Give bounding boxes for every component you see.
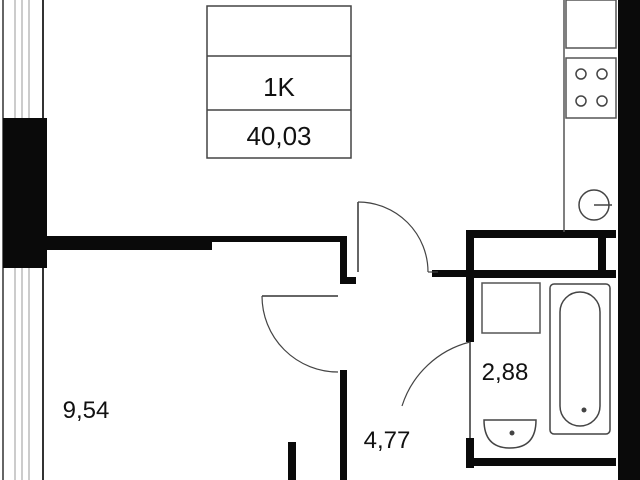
bathroom-door: [401, 341, 471, 438]
kitchen-door: [357, 201, 438, 273]
bathtub: [549, 283, 611, 435]
wall-hallway-bottom-post: [288, 442, 296, 480]
wall-corridor-top-post: [340, 236, 347, 284]
apartment-badge: 1K 40,03: [206, 5, 352, 159]
total-area-label: 40,03: [246, 121, 311, 151]
wall-bath-bottom: [466, 458, 616, 466]
wall-hallway-left: [340, 370, 347, 480]
apartment-type-label: 1K: [263, 72, 295, 102]
wall-living-kitchen: [44, 236, 212, 250]
kitchen-counter: [563, 0, 617, 232]
living-room-area-label: 9,54: [63, 397, 110, 424]
wall-bath-inner: [474, 270, 616, 278]
wall-bath-left-lower: [466, 438, 474, 468]
wall-stub: [346, 277, 356, 284]
bathroom-sink: [483, 419, 537, 449]
hallway-area-label: 4,77: [364, 427, 411, 454]
wall-living-kitchen-thin: [212, 236, 346, 242]
wall-kitchen-bath: [432, 270, 470, 277]
wall-bath-left-upper: [466, 230, 474, 342]
wall-bath-shaft: [598, 230, 606, 278]
bathroom-area-label: 2,88: [482, 359, 529, 386]
right-exterior-wall: [618, 0, 640, 480]
washing-machine: [481, 282, 541, 334]
wall-bath-top: [466, 230, 616, 238]
left-wall-pier: [3, 118, 47, 268]
living-door: [261, 295, 339, 373]
